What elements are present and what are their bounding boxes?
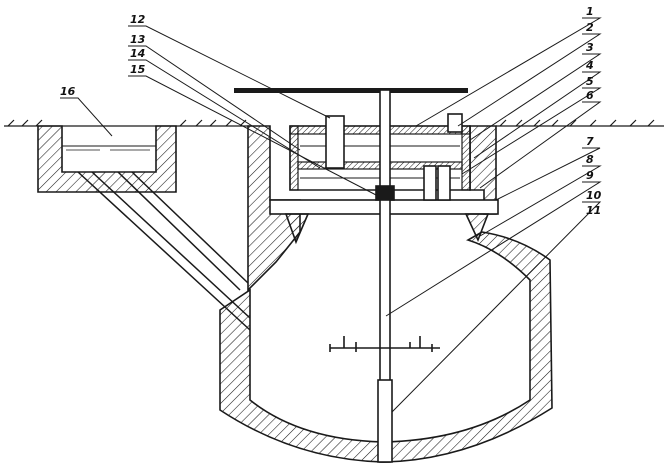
inlet-pipe [77,171,251,331]
cover-plate [234,88,468,93]
label-8: 8 [586,153,594,166]
label-11: 11 [586,204,601,217]
ground-surface [4,119,664,127]
label-10: 10 [586,189,602,202]
gas-outlet-pipes [325,113,463,201]
label-16: 16 [60,85,76,98]
label-14: 14 [130,47,145,60]
label-13: 13 [130,33,146,46]
label-4: 4 [585,59,594,72]
label-2: 2 [586,21,594,34]
label-15: 15 [130,63,146,76]
label-9: 9 [586,169,594,182]
agitator-paddle [329,336,440,352]
label-5: 5 [586,75,594,88]
label-12: 12 [130,13,146,26]
leader-lines [60,17,602,413]
label-7: 7 [586,135,594,148]
label-6: 6 [586,89,594,102]
inlet-tank [37,125,177,193]
stirring-shaft [375,89,395,463]
label-1: 1 [586,5,594,18]
label-3: 3 [586,41,594,54]
part-labels: 1 2 3 4 5 6 7 8 9 10 11 12 13 14 15 16 [60,5,602,217]
